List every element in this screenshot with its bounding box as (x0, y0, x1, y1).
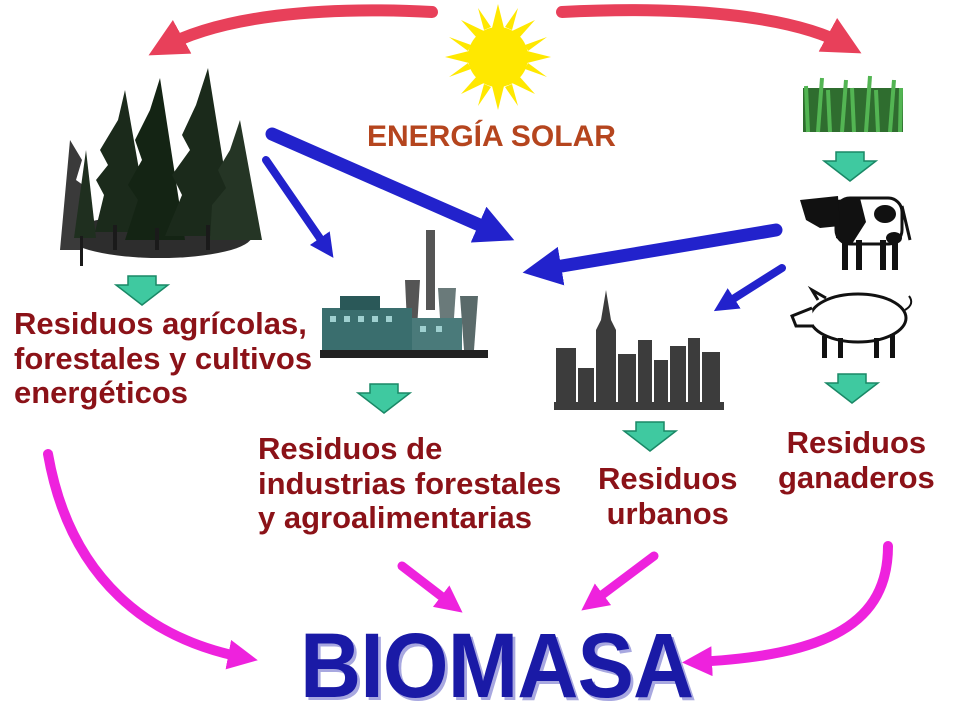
agri-to-biomasa-arrow (43, 449, 258, 670)
grass-step-arrow (821, 151, 879, 182)
sun-to-grass-arrow (556, 4, 862, 54)
industrial-residues-line: Residuos de (258, 431, 443, 466)
city-step-arrow (621, 421, 679, 452)
agricultural-residues-label: Residuos agrícolas, forestales y cultivo… (14, 306, 313, 411)
livestock-residues-label: Residuos ganaderos (778, 425, 935, 495)
urban-residues-line: urbanos (606, 495, 729, 531)
livestock-step-arrow (823, 373, 881, 404)
livestock-to-city-arrow (713, 264, 786, 312)
urban-residues-label: Residuos urbanos (598, 461, 738, 531)
solar-energy-label: ENERGÍA SOLAR (367, 120, 616, 153)
cow-icon (800, 196, 912, 270)
industry-to-biomasa-arrow (397, 561, 463, 613)
factory-icon (320, 230, 488, 358)
livestock-residues-line: ganaderos (778, 459, 935, 495)
agricultural-residues-line: Residuos agrícolas, (14, 306, 307, 341)
agricultural-residues-line: forestales y cultivos (14, 340, 313, 376)
solar-to-industry-arrow (265, 127, 515, 243)
livestock-to-industry-arrow (522, 223, 783, 286)
agricultural-residues-line: energéticos (14, 375, 189, 411)
forest-to-industry-arrow (262, 156, 334, 258)
livestock-residues-line: Residuos (786, 425, 927, 460)
grass-icon (803, 75, 903, 133)
biomasa-title: BIOMASA (300, 615, 694, 717)
pig-icon (790, 285, 913, 358)
industry-step-arrow (355, 383, 413, 414)
industrial-residues-line: industrias forestales (258, 465, 562, 501)
livestock-to-biomasa-arrow (682, 541, 893, 677)
urban-residues-line: Residuos (598, 461, 738, 496)
urban-to-biomasa-arrow (581, 551, 659, 611)
forest-step-arrow (113, 275, 171, 306)
city-skyline-icon (554, 290, 724, 410)
sun-to-forest-arrow (148, 4, 438, 56)
sun-icon (445, 4, 551, 110)
forest-icon (60, 68, 262, 266)
industrial-residues-label: Residuos de industrias forestales y agro… (258, 431, 562, 536)
industrial-residues-line: y agroalimentarias (258, 500, 532, 536)
